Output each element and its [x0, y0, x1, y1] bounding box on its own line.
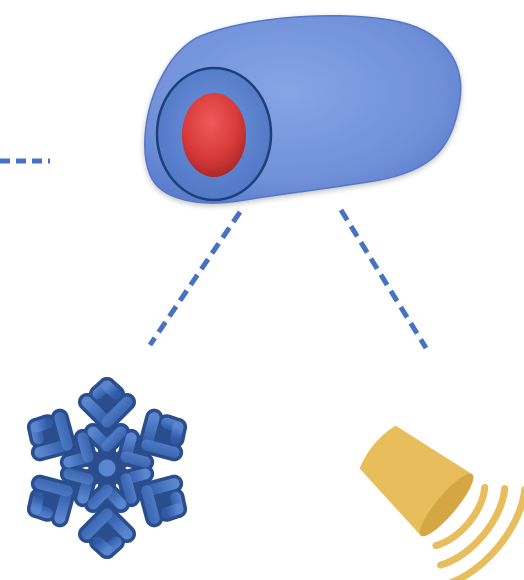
connector-cell-to-snowflake: [150, 212, 240, 345]
nucleolus: [182, 93, 246, 177]
snowflake-icon: [26, 386, 188, 550]
signal-waves-icon: [334, 397, 524, 580]
connector-cell-to-signal: [341, 210, 426, 348]
signal-device-body: [348, 414, 478, 541]
cell-icon: [145, 16, 461, 203]
